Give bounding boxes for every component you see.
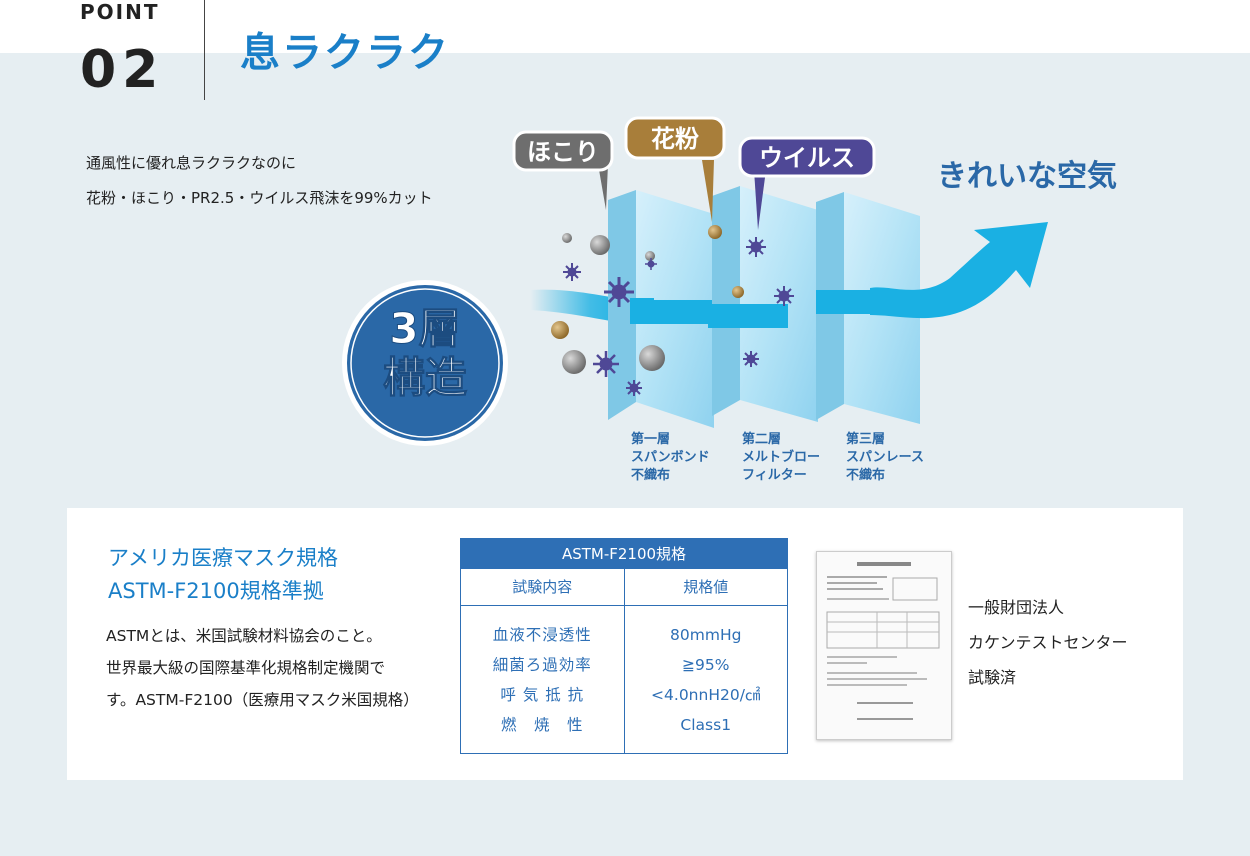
virus-tag-label: ウイルス — [759, 144, 855, 172]
pollen-particle — [551, 225, 744, 339]
test-report-document-icon — [826, 562, 940, 720]
divider — [204, 0, 205, 100]
layer-captions: 第一層 スパンボンド 不織布 第二層 メルトブロー フィルター 第三層 スパンレ… — [631, 431, 924, 483]
spec-table-title: ASTM-F2100規格 — [461, 539, 787, 569]
cert-line-2: カケンテストセンター — [968, 633, 1128, 652]
badge-line-2: 構造 — [383, 353, 467, 402]
badge-line-1: 3層 — [389, 304, 460, 353]
air-stream — [816, 290, 876, 314]
virus-tag: ウイルス — [738, 136, 876, 230]
top-band — [0, 0, 1250, 53]
spec-item: 燃 焼 性 — [500, 716, 584, 734]
air-stream — [654, 300, 714, 324]
air-stream — [530, 289, 630, 324]
test-report-image — [816, 551, 952, 740]
point-label: POINT — [80, 0, 160, 24]
spec-item: 細菌ろ過効率 — [492, 656, 592, 674]
three-layer-illustration: 3層 構造 ほこり 花粉 ウイルス — [342, 116, 1117, 483]
layer-2-caption-line-1: 第二層 — [742, 431, 781, 447]
air-stream — [708, 304, 788, 328]
layer-3-caption-line-1: 第三層 — [846, 431, 885, 447]
standard-desc-line-2: 世界最大級の国際基準化規格制定機関で — [106, 659, 386, 677]
spec-col-value: 規格値 — [683, 578, 729, 596]
spec-value: 80mmHg — [670, 626, 742, 644]
lead-line-1: 通風性に優れ息ラクラクなのに — [86, 154, 297, 172]
lead-text: 通風性に優れ息ラクラクなのに 花粉・ほこり・PR2.5・ウイルス飛沫を99%カッ… — [86, 146, 433, 216]
spec-item: 血液不浸透性 — [492, 626, 592, 644]
point-number: 02 — [80, 40, 165, 100]
lead-line-2: 花粉・ほこり・PR2.5・ウイルス飛沫を99%カット — [86, 189, 433, 207]
pollen-tag: 花粉 — [624, 116, 726, 222]
standard-desc-line-3: す。ASTM-F2100（医療用マスク米国規格） — [106, 691, 419, 709]
dust-tag: ほこり — [512, 130, 614, 210]
spec-col-test-item: 試験内容 — [461, 569, 625, 605]
spec-table: ASTM-F2100規格 試験内容 規格値 血液不浸透性 細菌ろ過効率 呼 気 … — [460, 538, 788, 754]
dust-tag-label: ほこり — [527, 138, 599, 166]
cert-line-1: 一般財団法人 — [968, 598, 1065, 617]
spec-item: 呼 気 抵 抗 — [500, 686, 585, 704]
layer-3-caption-line-3: 不織布 — [846, 467, 885, 483]
three-layer-badge: 3層 構造 — [342, 280, 508, 446]
standard-title-line-1: アメリカ医療マスク規格 — [108, 546, 338, 570]
standard-title: アメリカ医療マスク規格 ASTM-F2100規格準拠 — [108, 542, 338, 608]
layer-1-caption-line-2: スパンボンド — [631, 449, 710, 465]
headline: 息ラクラク — [240, 30, 450, 76]
clean-air-label: きれいな空気 — [937, 159, 1117, 194]
layer-2-caption-line-3: フィルター — [742, 468, 807, 483]
cert-line-3: 試験済 — [968, 668, 1017, 687]
spec-table-body: 血液不浸透性 細菌ろ過効率 呼 気 抵 抗 燃 焼 性 80mmHg ≧95% … — [461, 606, 787, 754]
spec-value: Class1 — [680, 716, 732, 734]
spec-value: ≧95% — [682, 656, 730, 674]
pollen-tag-label: 花粉 — [651, 125, 699, 153]
spec-value: <4.0nnH20/㎠ — [651, 686, 761, 704]
virus-particle — [563, 237, 794, 396]
layer-1-caption-line-1: 第一層 — [631, 431, 670, 447]
layer-1-caption-line-3: 不織布 — [631, 467, 670, 483]
dust-particle — [562, 233, 665, 374]
layer-2-caption-line-2: メルトブロー — [742, 449, 820, 465]
spec-table-header: 試験内容 規格値 — [461, 569, 787, 606]
certification: 一般財団法人 カケンテストセンター 試験済 — [968, 590, 1128, 695]
standard-description: ASTMとは、米国試験材料協会のこと。 世界最大級の国際基準化規格制定機関で す… — [106, 620, 419, 716]
clean-air-arrow — [870, 222, 1048, 319]
layer-3-caption-line-2: スパンレース — [846, 450, 924, 465]
standard-title-line-2: ASTM-F2100規格準拠 — [108, 579, 324, 603]
standard-desc-line-1: ASTMとは、米国試験材料協会のこと。 — [106, 627, 382, 645]
